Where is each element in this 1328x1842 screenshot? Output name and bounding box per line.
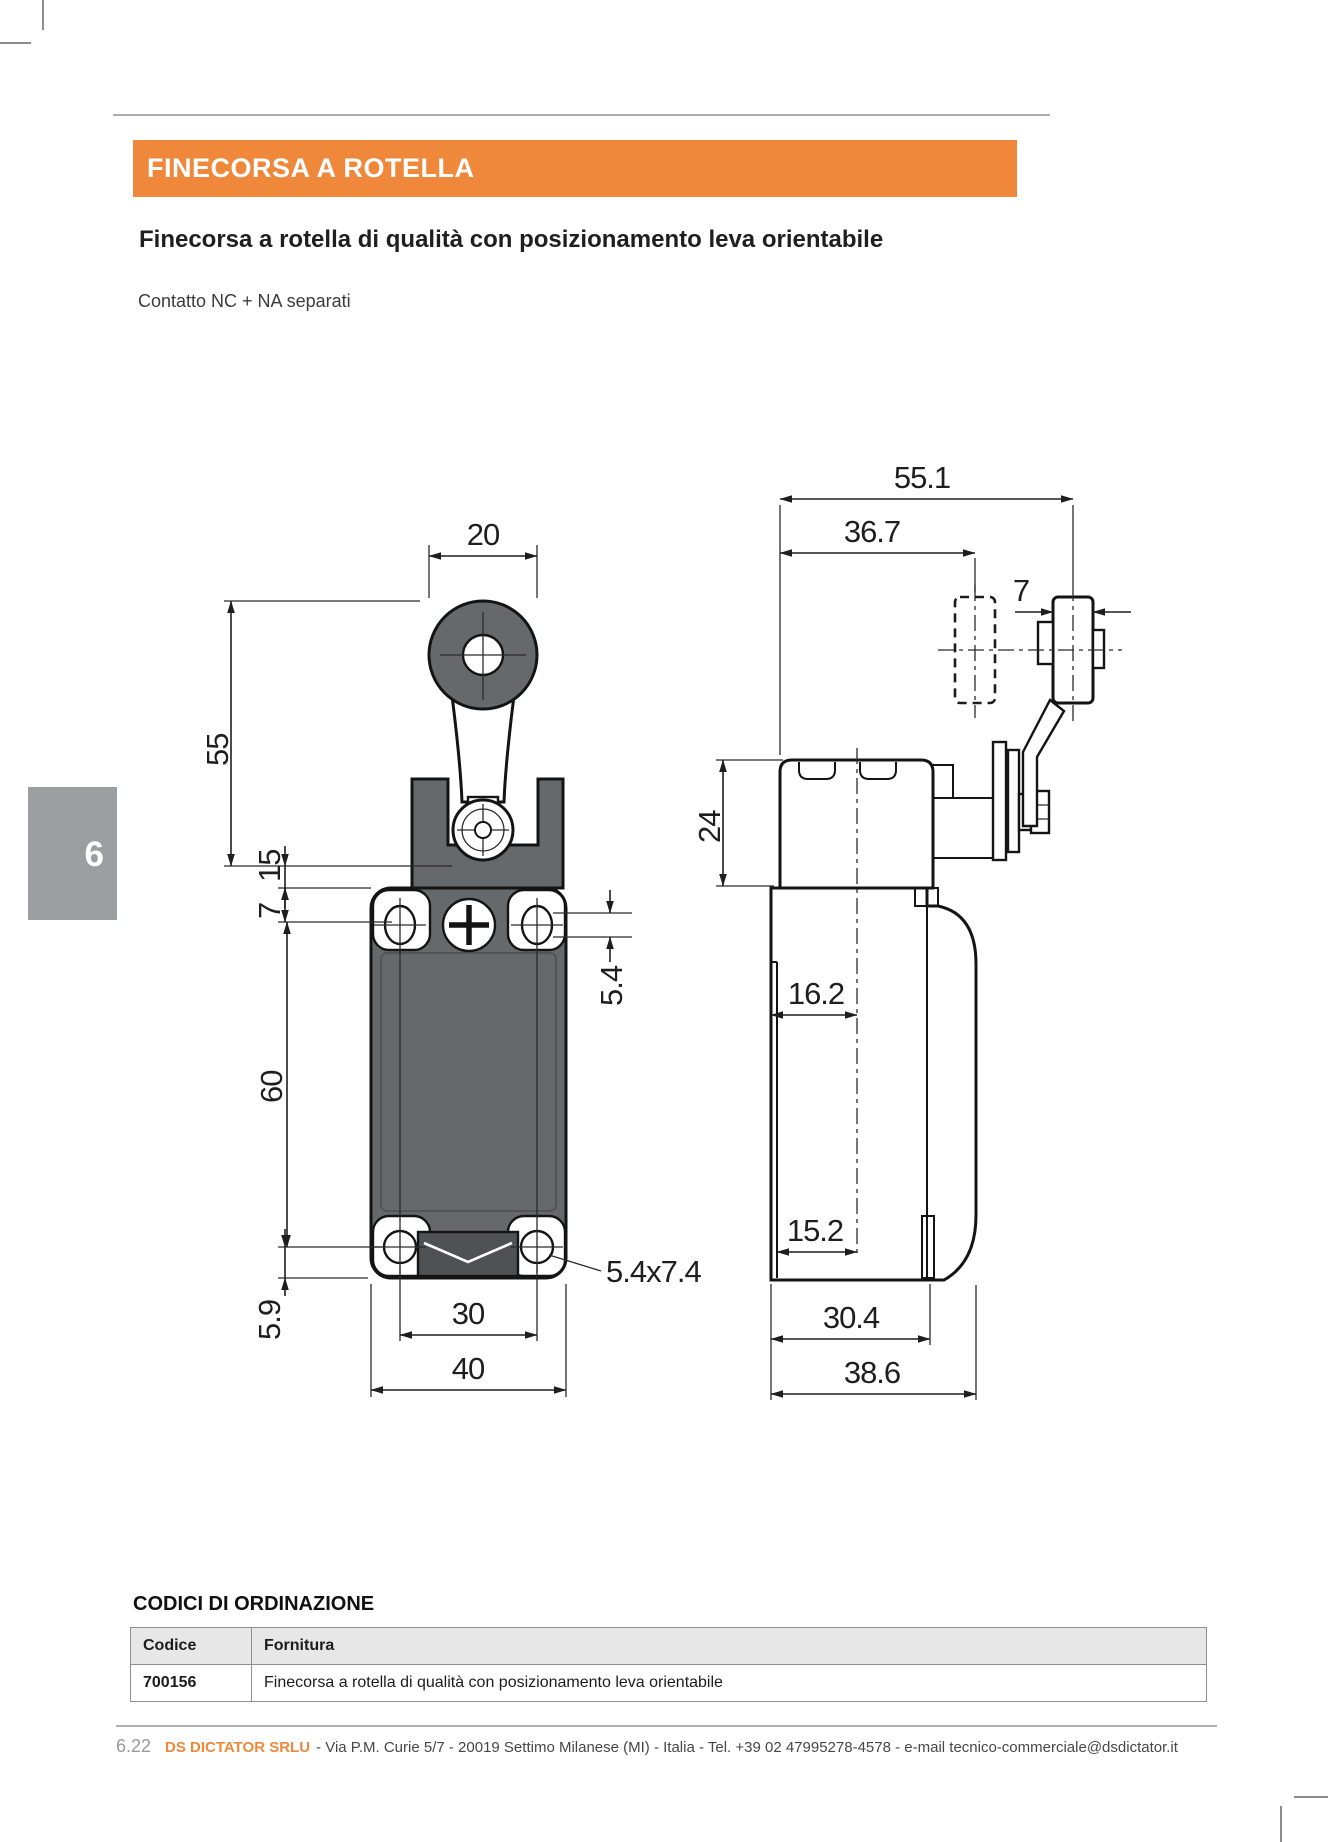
- dim-side-head-height: 24: [692, 810, 727, 843]
- crop-mark-bottom-right-h: [1294, 1796, 1328, 1798]
- contact-type-text: Contatto NC + NA separati: [138, 291, 351, 311]
- chapter-tab: 6: [28, 787, 117, 920]
- footer-page-number: 6.22: [116, 1736, 152, 1756]
- dim-side-overall-depth: 55.1: [894, 460, 950, 495]
- dim-side-roller-width: 7: [1013, 573, 1029, 608]
- front-view: 20 55 15 7 60 5.9 30 40: [200, 517, 702, 1397]
- top-divider: [113, 114, 1050, 116]
- ordering-heading: CODICI DI ORDINAZIONE: [133, 1593, 375, 1615]
- dim-front-hole-top-offset: 7: [252, 903, 287, 919]
- footer-company-name: DS DICTATOR SRLU: [165, 1739, 311, 1756]
- dim-side-lower-depth: 15.2: [787, 1213, 843, 1248]
- crop-mark-bottom-right-v: [1280, 1806, 1282, 1842]
- dim-front-pivot-offset: 15: [252, 850, 287, 882]
- dim-side-body-depth: 30.4: [823, 1300, 880, 1335]
- switch-body-front: [369, 886, 568, 1280]
- dim-front-hole-pitch: 30: [452, 1296, 485, 1331]
- dim-front-body-width: 40: [452, 1351, 485, 1386]
- dim-side-upper-depth: 16.2: [788, 976, 844, 1011]
- footer-divider: [116, 1725, 1217, 1727]
- side-view: 55.1 36.7 7 24 16.2 15.2 30.4 38.6: [692, 460, 1131, 1400]
- dim-front-hole-width: 5.4: [594, 965, 629, 1006]
- dim-side-total-depth: 38.6: [844, 1355, 900, 1390]
- ordering-description: Finecorsa a rotella di qualità con posiz…: [251, 1664, 1207, 1702]
- switch-body-side: [769, 886, 978, 1282]
- table-row: 700156 Finecorsa a rotella di qualità co…: [130, 1664, 1207, 1702]
- ordering-col-fornitura: Fornitura: [251, 1627, 1207, 1665]
- dim-front-hole-bottom-offset: 5.9: [252, 1300, 287, 1340]
- ordering-code: 700156: [130, 1664, 252, 1702]
- dim-front-slot-size: 5.4x7.4: [606, 1254, 701, 1289]
- dim-front-roller-diameter: 20: [467, 517, 500, 552]
- dim-front-lever-length: 55: [200, 734, 235, 766]
- page-title: Finecorsa a rotella di qualità con posiz…: [139, 226, 884, 253]
- ordering-table: Codice Fornitura 700156 Finecorsa a rote…: [130, 1627, 1207, 1702]
- ordering-col-codice: Codice: [130, 1627, 252, 1665]
- crop-mark-top-left-v: [42, 0, 44, 30]
- footer: 6.22 DS DICTATOR SRLU - Via P.M. Curie 5…: [116, 1736, 1178, 1757]
- section-header-label: FINECORSA A ROTELLA: [147, 153, 475, 183]
- crop-mark-top-left-h: [0, 42, 31, 44]
- dim-side-lever-reach: 36.7: [844, 514, 900, 549]
- section-header-bar: FINECORSA A ROTELLA: [133, 140, 1017, 197]
- chapter-number: 6: [84, 835, 104, 874]
- footer-contact-details: - Via P.M. Curie 5/7 - 20019 Settimo Mil…: [316, 1739, 1178, 1756]
- ordering-header-row: Codice Fornitura: [130, 1627, 1207, 1665]
- dim-front-hole-spacing: 60: [254, 1070, 289, 1103]
